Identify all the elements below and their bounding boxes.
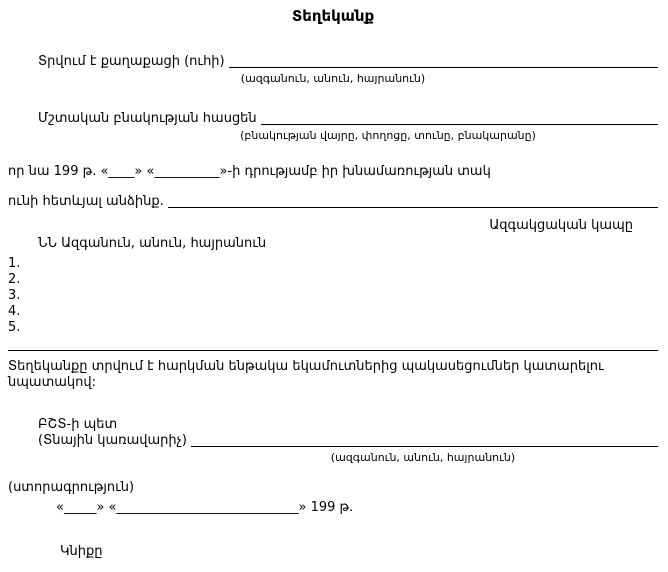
address-row: Մշտական բնակության հասցեն <box>38 111 658 127</box>
separator-line <box>8 350 658 351</box>
seal-label: Կնիքը <box>60 544 103 559</box>
manager-fill-line <box>191 446 658 447</box>
dependents-row: ունի հետևյալ անձինք. <box>8 194 658 210</box>
form-title: Տեղեկանք <box>291 7 375 25</box>
chief-label: ԲՇՏ-ի պետ <box>38 417 118 432</box>
relation-column-header: Ազգակցական կապը <box>489 218 633 233</box>
address-label: Մշտական բնակության հասցեն <box>38 111 257 126</box>
list-item-1: 1. <box>8 256 21 271</box>
names-column-header: ՆՆ Ազգանուն, անուն, հայրանուն <box>38 236 267 251</box>
dependents-list: 1. 2. 3. 4. 5. <box>8 256 658 336</box>
purpose-text: Տեղեկանքը տրվում է հարկման ենթակա եկամու… <box>8 359 658 391</box>
manager-hint: (ազգանուն, անուն, հայրանուն) <box>330 451 516 464</box>
recipient-label: Տրվում է քաղաքացի (ուհի) <box>38 54 225 69</box>
address-hint: (բնակության վայրը, փողոցը, տունը, բնակար… <box>240 129 536 142</box>
purpose-line-1: Տեղեկանքը տրվում է հարկման ենթակա եկամու… <box>8 359 604 374</box>
signature-label: (ստորագրություն) <box>8 480 135 495</box>
list-item-3: 3. <box>8 288 21 303</box>
purpose-line-2: նպատակով: <box>8 375 96 390</box>
manager-row: (Տնային կառավարիչ) <box>38 433 658 449</box>
recipient-row: Տրվում է քաղաքացի (ուհի) <box>38 54 658 70</box>
list-item-5: 5. <box>8 320 21 335</box>
dependents-label: ունի հետևյալ անձինք. <box>8 194 164 209</box>
manager-label: (Տնային կառավարիչ) <box>38 433 187 448</box>
address-fill-line <box>260 124 658 125</box>
list-item-4: 4. <box>8 304 21 319</box>
dependents-fill-line <box>167 207 658 208</box>
recipient-hint: (ազգանուն, անուն, հայրանուն) <box>240 72 426 85</box>
date-line: «_____» «____________________________» 1… <box>56 500 354 515</box>
recipient-fill-line <box>228 67 658 68</box>
dependency-statement: որ նա 199 թ. «____» «__________»-ի դրութ… <box>8 164 491 179</box>
list-item-2: 2. <box>8 272 21 287</box>
